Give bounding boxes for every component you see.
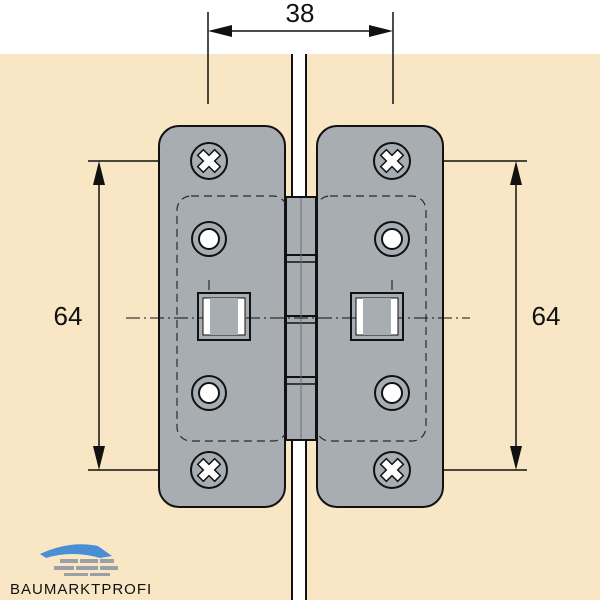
- slot-right: [350, 292, 404, 341]
- phillips-screw-icon: [373, 451, 411, 489]
- screw-hole-icon: [374, 375, 410, 411]
- phillips-screw-icon: [373, 142, 411, 180]
- logo-text: BAUMARKTPROFI: [10, 581, 152, 598]
- right-height-dimension: 64: [372, 160, 561, 471]
- baumarktprofi-logo: BAUMARKTPROFI: [10, 544, 152, 598]
- hinge-knuckle: [285, 196, 317, 441]
- left-height-dimension-label: 64: [54, 301, 83, 331]
- screw-hole-icon: [191, 221, 227, 257]
- phillips-screw-icon: [190, 451, 228, 489]
- screw-hole-icon: [374, 221, 410, 257]
- width-dimension: 38: [207, 0, 394, 104]
- slot-left: [197, 292, 251, 341]
- screw-hole-icon: [191, 375, 227, 411]
- right-height-dimension-label: 64: [532, 301, 561, 331]
- phillips-screw-icon: [190, 142, 228, 180]
- width-dimension-label: 38: [286, 0, 315, 28]
